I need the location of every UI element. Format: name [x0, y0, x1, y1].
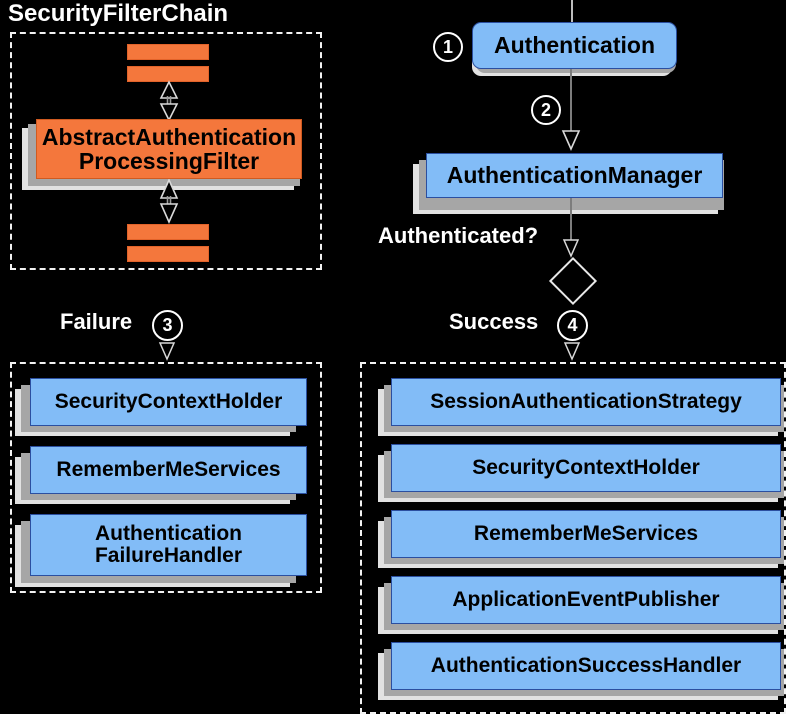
manager-to-decision-arrowhead — [562, 239, 580, 258]
manager-to-decision-line — [570, 196, 572, 242]
success-branch-arrowhead — [563, 342, 581, 361]
failure-handlers-container — [10, 362, 322, 593]
success-handlers-container — [360, 362, 786, 714]
success-item-3[interactable]: ApplicationEventPublisher — [391, 576, 781, 624]
abstract-authentication-processing-filter-node[interactable]: AbstractAuthentication ProcessingFilter — [36, 119, 302, 179]
step-1-badge: 1 — [433, 32, 463, 62]
authenticated-decision-label: Authenticated? — [378, 223, 539, 248]
incoming-flow-line — [571, 0, 573, 24]
success-item-2[interactable]: RememberMeServices — [391, 510, 781, 558]
failure-branch-arrowhead — [158, 342, 176, 361]
filter-bar-top-1 — [127, 44, 209, 60]
failure-item-0[interactable]: SecurityContextHolder — [30, 378, 307, 426]
step-3-badge: 3 — [152, 310, 183, 341]
success-label: Success — [449, 309, 539, 334]
failure-item-2[interactable]: Authentication FailureHandler — [30, 514, 307, 576]
security-filter-chain-title: SecurityFilterChain — [8, 0, 229, 27]
success-item-1[interactable]: SecurityContextHolder — [391, 444, 781, 492]
auth-to-manager-line — [570, 69, 572, 135]
failure-label: Failure — [60, 309, 133, 334]
step-2-badge: 2 — [531, 95, 561, 125]
failure-item-1[interactable]: RememberMeServices — [30, 446, 307, 494]
auth-to-manager-arrowhead — [561, 130, 581, 151]
filter-bar-bottom-1 — [127, 224, 209, 240]
success-item-4[interactable]: AuthenticationSuccessHandler — [391, 642, 781, 690]
step-4-badge: 4 — [557, 310, 588, 341]
authenticated-decision-diamond — [548, 256, 598, 306]
authentication-manager-node[interactable]: AuthenticationManager — [426, 153, 723, 198]
filter-bar-top-2 — [127, 66, 209, 82]
success-item-0[interactable]: SessionAuthenticationStrategy — [391, 378, 781, 426]
authentication-node[interactable]: Authentication — [472, 22, 677, 69]
filter-link-arrow-bottom — [159, 178, 179, 224]
security-filter-chain-container — [10, 32, 322, 270]
filter-bar-bottom-2 — [127, 246, 209, 262]
filter-link-arrow-top — [159, 80, 179, 122]
